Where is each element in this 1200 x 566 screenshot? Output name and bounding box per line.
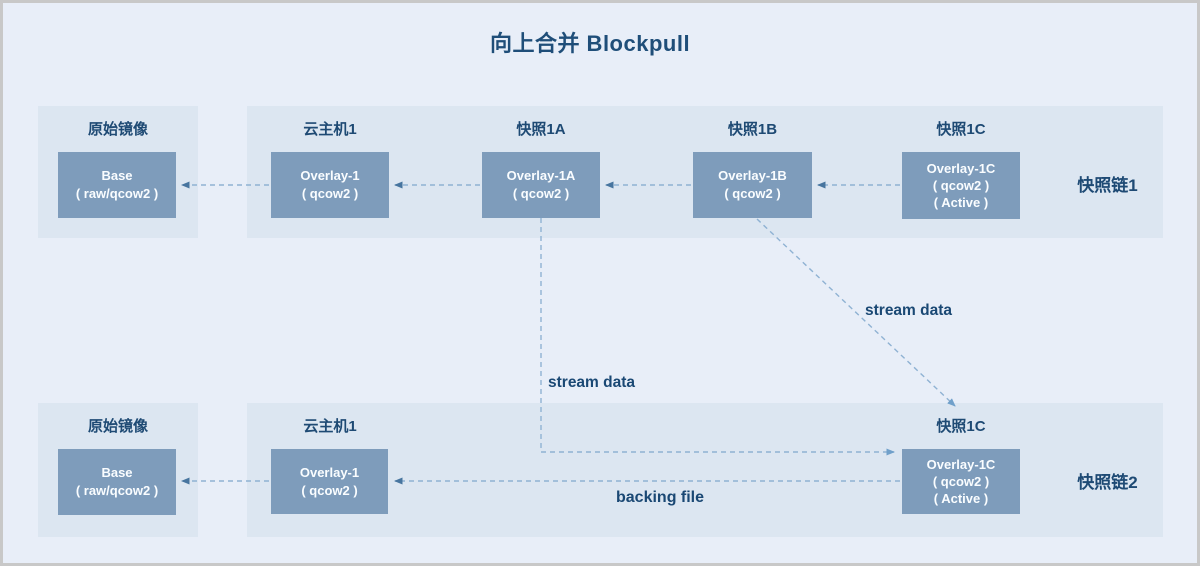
chain2-name-label: 快照链2 (1077, 473, 1138, 492)
chain1-node-label-snap1c: 快照1C (936, 121, 986, 138)
box-base-chain2: Base ( raw/qcow2 ) (58, 449, 176, 515)
box-line: ( Active ) (933, 491, 989, 506)
box-overlay1c-chain1: Overlay-1C ( qcow2 ) ( Active ) (902, 152, 1020, 219)
stream-data-arrow-from-overlay1a (540, 218, 895, 456)
chain1-node-label-snap1a: 快照1A (516, 121, 566, 138)
box-line: Base (101, 465, 133, 480)
box-overlay1a: Overlay-1A ( qcow2 ) (482, 152, 600, 218)
box-line: Overlay-1B (718, 168, 787, 183)
chain1-node-label-host: 云主机1 (303, 121, 357, 138)
box-line: ( qcow2 ) (932, 474, 990, 489)
box-line: ( qcow2 ) (724, 186, 781, 201)
chain2-node-label-host: 云主机1 (303, 418, 357, 435)
chain1-name-label: 快照链1 (1077, 176, 1138, 195)
box-overlay1c-chain2: Overlay-1C ( qcow2 ) ( Active ) (902, 449, 1020, 514)
box-line: Overlay-1A (506, 168, 576, 183)
backing-file-label: backing file (616, 489, 705, 506)
chain2-source-label: 原始镜像 (87, 418, 148, 435)
box-line: ( qcow2 ) (512, 186, 570, 201)
box-line: ( raw/qcow2 ) (75, 483, 159, 498)
chain2-node-label-snap1c: 快照1C (936, 418, 986, 435)
box-line: Overlay-1 (299, 464, 360, 480)
box-line: ( qcow2 ) (932, 178, 990, 193)
box-overlay1b: Overlay-1B ( qcow2 ) (693, 152, 812, 218)
chain1-node-label-snap1b: 快照1B (727, 121, 778, 138)
box-overlay1-chain1: Overlay-1 ( qcow2 ) (271, 152, 389, 218)
stream-data-label-vertical: stream data (548, 374, 636, 391)
diagram-title: 向上合并 Blockpull (489, 31, 691, 56)
chain1-source-label: 原始镜像 (87, 121, 148, 138)
box-line: ( raw/qcow2 ) (75, 186, 159, 201)
box-line: Overlay-1C (926, 457, 996, 472)
box-line: Base (101, 168, 133, 183)
box-line: Overlay-1C (926, 161, 996, 176)
box-overlay1-chain2: Overlay-1 ( qcow2 ) (271, 449, 388, 514)
stream-data-label-diagonal: stream data (865, 302, 953, 319)
box-line: Overlay-1 (300, 168, 360, 183)
box-base-chain1: Base ( raw/qcow2 ) (58, 152, 176, 218)
box-line: ( qcow2 ) (301, 482, 358, 498)
stream-data-arrow-from-overlay1b (756, 218, 956, 407)
box-line: ( Active ) (933, 195, 989, 210)
box-line: ( qcow2 ) (301, 186, 359, 201)
